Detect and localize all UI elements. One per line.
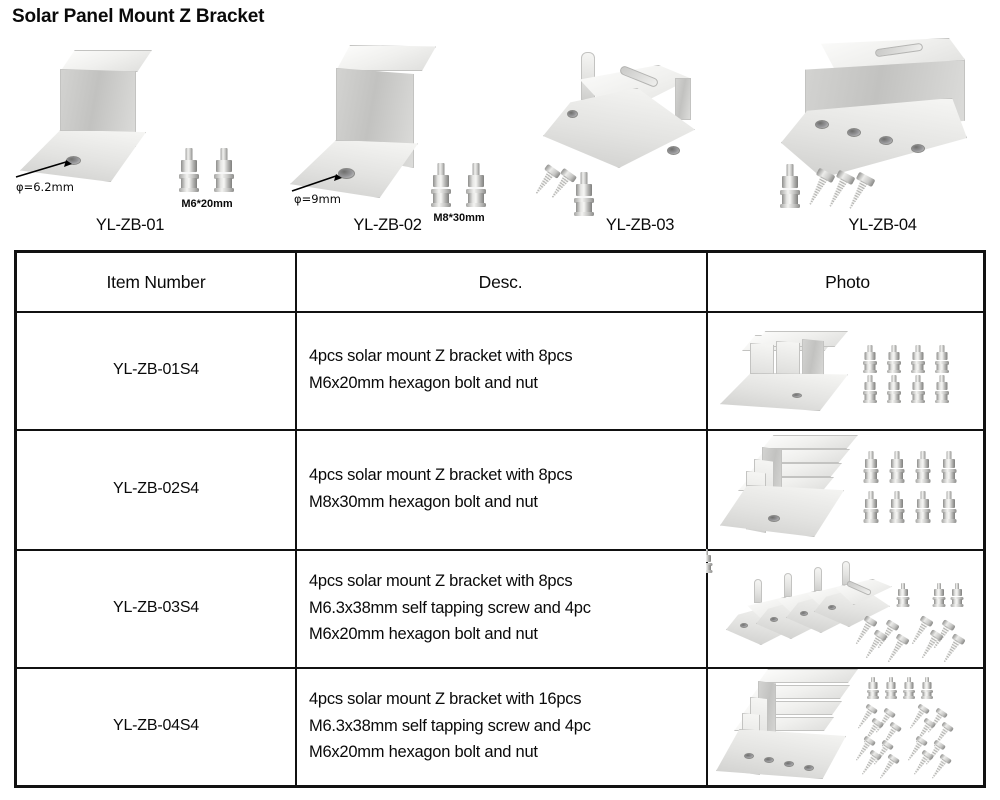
column-header-item-number: Item Number bbox=[106, 271, 206, 292]
cell-desc: 4pcs solar mount Z bracket with 16pcs M6… bbox=[295, 667, 706, 785]
bolt-spec-2: M8*30mm bbox=[433, 212, 485, 224]
cell-desc: 4pcs solar mount Z bracket with 8pcs M6.… bbox=[295, 549, 706, 667]
desc-line: M6x20mm hexagon bolt and nut bbox=[309, 625, 538, 644]
table-row[interactable]: YL-ZB-02S4 4pcs solar mount Z bracket wi… bbox=[17, 429, 983, 549]
spec-table: Item Number Desc. Photo YL-ZB-01S4 4pcs … bbox=[14, 250, 986, 788]
hole-callout-1: φ=6.2mm bbox=[16, 180, 74, 194]
hole-callout-2: φ=9mm bbox=[294, 192, 341, 206]
gallery-item-4[interactable]: YL-ZB-04 bbox=[765, 30, 1000, 235]
page-title: Solar Panel Mount Z Bracket bbox=[12, 6, 265, 27]
desc-line: M6.3x38mm self tapping screw and 4pc bbox=[309, 598, 591, 617]
product-gallery: φ=6.2mm M6*20mm YL-ZB-01 bbox=[0, 30, 1000, 235]
desc-line: 4pcs solar mount Z bracket with 8pcs bbox=[309, 466, 573, 485]
cell-item-number: YL-ZB-02S4 bbox=[112, 480, 200, 497]
desc-line: M6x20mm hexagon bolt and nut bbox=[309, 743, 538, 762]
bolt-illustration-3a bbox=[573, 172, 595, 216]
bolt-illustration-4a bbox=[779, 164, 801, 208]
gallery-label-3: YL-ZB-03 bbox=[605, 216, 675, 234]
gallery-item-3[interactable]: YL-ZB-03 bbox=[515, 30, 765, 235]
desc-line: M6.3x38mm self tapping screw and 4pc bbox=[309, 716, 591, 735]
cell-desc: 4pcs solar mount Z bracket with 8pcs M6x… bbox=[295, 311, 706, 429]
cell-photo bbox=[706, 667, 989, 785]
table-column-divider-2 bbox=[706, 253, 708, 785]
bolt-spec-1: M6*20mm bbox=[181, 198, 233, 210]
bolt-illustration-1a bbox=[178, 148, 200, 192]
desc-line: M8x30mm hexagon bolt and nut bbox=[309, 493, 538, 511]
table-row[interactable]: YL-ZB-01S4 4pcs solar mount Z bracket wi… bbox=[17, 311, 983, 429]
desc-line: 4pcs solar mount Z bracket with 16pcs bbox=[309, 689, 582, 708]
table-row[interactable]: YL-ZB-03S4 4pcs solar mount Z bracket wi… bbox=[17, 549, 983, 667]
table-row-divider-3 bbox=[17, 549, 983, 551]
table-row-divider-4 bbox=[17, 667, 983, 669]
cell-photo bbox=[706, 549, 989, 667]
gallery-label-4: YL-ZB-04 bbox=[848, 216, 917, 234]
cell-photo bbox=[706, 311, 989, 429]
table-row-divider-2 bbox=[17, 429, 983, 431]
column-header-desc: Desc. bbox=[478, 271, 523, 292]
table-header-row: Item Number Desc. Photo bbox=[17, 253, 983, 311]
callout-arrow-icon bbox=[291, 174, 342, 192]
gallery-item-2[interactable]: φ=9mm M8*30mm YL-ZB-02 bbox=[260, 30, 515, 235]
table-row[interactable]: YL-ZB-04S4 4pcs solar mount Z bracket wi… bbox=[17, 667, 983, 785]
bolt-illustration-2b bbox=[465, 163, 487, 207]
desc-line: 4pcs solar mount Z bracket with 8pcs bbox=[309, 571, 573, 590]
cell-desc: 4pcs solar mount Z bracket with 8pcs M8x… bbox=[295, 429, 706, 549]
cell-item-number: YL-ZB-01S4 bbox=[112, 361, 200, 378]
column-header-photo: Photo bbox=[825, 271, 870, 292]
cell-item-number: YL-ZB-04S4 bbox=[112, 717, 200, 734]
table-row-divider-1 bbox=[17, 311, 983, 313]
cell-item-number: YL-ZB-03S4 bbox=[112, 599, 200, 616]
table-column-divider-1 bbox=[295, 253, 297, 785]
callout-arrow-icon bbox=[15, 160, 72, 178]
gallery-item-1[interactable]: φ=6.2mm M6*20mm YL-ZB-01 bbox=[0, 30, 260, 235]
desc-line: M6x20mm hexagon bolt and nut bbox=[309, 374, 538, 392]
gallery-label-1: YL-ZB-01 bbox=[95, 216, 165, 234]
cell-photo bbox=[706, 429, 989, 549]
desc-line: 4pcs solar mount Z bracket with 8pcs bbox=[309, 347, 573, 366]
bolt-illustration-2a bbox=[430, 163, 452, 207]
gallery-label-2: YL-ZB-02 bbox=[353, 216, 422, 234]
bolt-illustration-1b bbox=[213, 148, 235, 192]
